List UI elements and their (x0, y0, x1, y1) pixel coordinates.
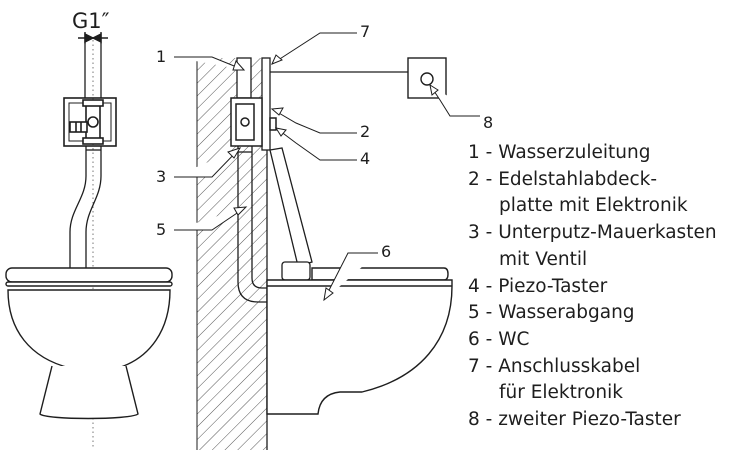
legend-item-7-cont: für Elektronik (499, 382, 623, 404)
legend-item-6: 6 - WC (468, 328, 530, 350)
callout-numbers: 1 2 3 4 5 6 7 8 (156, 22, 493, 261)
callout-1: 1 (156, 47, 166, 66)
legend-item-2-cont: platte mit Elektronik (499, 195, 688, 217)
legend-item-8: 8 - zweiter Piezo-Taster (468, 409, 681, 431)
thread-label: G1″ (72, 9, 110, 33)
front-supply-pipe (84, 44, 102, 98)
front-wc-bowl (5, 267, 173, 420)
front-view: G1″ (5, 9, 173, 448)
legend-item-3: 3 - Unterputz-Mauerkasten (468, 222, 717, 244)
callout-6: 6 (381, 242, 391, 261)
side-flush-arm (269, 147, 313, 281)
side-wc-bowl (266, 267, 453, 415)
legend-item-5: 5 - Wasserabgang (468, 302, 635, 324)
callout-3: 3 (156, 167, 166, 186)
legend-item-3-cont: mit Ventil (499, 248, 588, 270)
cover-plate (261, 57, 271, 151)
callout-2: 2 (360, 122, 370, 141)
callout-4: 4 (360, 149, 370, 168)
callout-7: 7 (360, 22, 370, 41)
side-view (196, 57, 453, 450)
side-drain-pipe (237, 146, 300, 303)
legend-item-2: 2 - Edelstahlabdeck- (468, 168, 658, 190)
thread-dimension (78, 32, 108, 44)
side-wall-box (230, 97, 277, 147)
legend-item-4: 4 - Piezo-Taster (468, 275, 608, 297)
callout-5: 5 (156, 220, 166, 239)
leader-lines (174, 32, 480, 302)
callout-8: 8 (483, 113, 493, 132)
legend-item-7: 7 - Anschlusskabel (468, 355, 641, 377)
legend: 1 - Wasserzuleitung 2 - Edelstahlabdeck-… (468, 140, 753, 434)
front-wall-box (63, 97, 117, 147)
front-drain-pipe (69, 146, 102, 272)
legend-item-1: 1 - Wasserzuleitung (468, 142, 651, 163)
